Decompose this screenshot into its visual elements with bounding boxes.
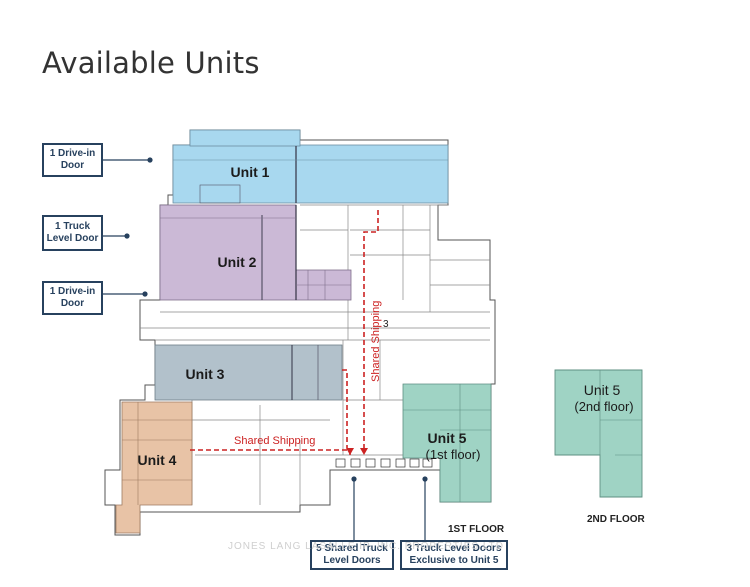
- unit-5-second-floor-area[interactable]: [554, 369, 643, 498]
- unit-1-room: [199, 184, 241, 204]
- unit-4-area[interactable]: [115, 401, 193, 534]
- unit-5-second-floor-label: (2nd floor): [574, 399, 633, 414]
- shared-shipping-horizontal-label: Shared Shipping: [234, 435, 315, 447]
- unit-5-second-label: Unit 5: [584, 382, 621, 398]
- first-floor-label: 1ST FLOOR: [448, 524, 505, 535]
- callout-connectors: [102, 157, 428, 540]
- second-floor-label: 2ND FLOOR: [587, 514, 645, 525]
- page-title: Available Units: [42, 46, 260, 80]
- truck-door-row: [335, 458, 433, 468]
- shipping-arrow: [346, 448, 354, 455]
- callout-text: 1 Drive-in Door: [49, 286, 96, 309]
- callout-text: 3 Truck Level Doors Exclusive to Unit 5: [406, 543, 502, 566]
- unit-1-area[interactable]: [172, 144, 449, 204]
- unit-3-label: Unit 3: [186, 366, 225, 382]
- unit-2-area[interactable]: [159, 204, 297, 301]
- callout-text: 1 Truck Level Door: [46, 221, 99, 244]
- shared-shipping-vertical-label: Shared Shipping: [370, 301, 382, 382]
- unit-5-first-floor-label: (1st floor): [426, 447, 481, 462]
- unit-5-first-floor-area[interactable]: [402, 383, 492, 503]
- shipping-marker: 3: [383, 319, 389, 330]
- interior-walls: [140, 204, 490, 505]
- truck-level-door-callout: 1 Truck Level Door: [42, 215, 103, 251]
- callout-text: 1 Drive-in Door: [49, 148, 96, 171]
- unit-3-area[interactable]: [154, 344, 343, 401]
- unit-2-label: Unit 2: [218, 254, 257, 270]
- drive-in-door-callout-top: 1 Drive-in Door: [42, 143, 103, 177]
- callout-text: 5 Shared Truck Level Doors: [316, 543, 388, 566]
- shared-truck-doors-callout: 5 Shared Truck Level Doors: [310, 540, 394, 570]
- unit-5-first-label: Unit 5: [428, 430, 467, 446]
- unit-1-upper-block: [189, 129, 301, 147]
- watermark: JONES LANG LASALLE IP, INC. PROPERTIES L…: [228, 541, 504, 552]
- unit-5-truck-doors-callout: 3 Truck Level Doors Exclusive to Unit 5: [400, 540, 508, 570]
- unit-1-label: Unit 1: [231, 164, 270, 180]
- drive-in-door-callout-bottom: 1 Drive-in Door: [42, 281, 103, 315]
- shipping-arrow: [360, 448, 368, 455]
- unit-4-label: Unit 4: [138, 452, 177, 468]
